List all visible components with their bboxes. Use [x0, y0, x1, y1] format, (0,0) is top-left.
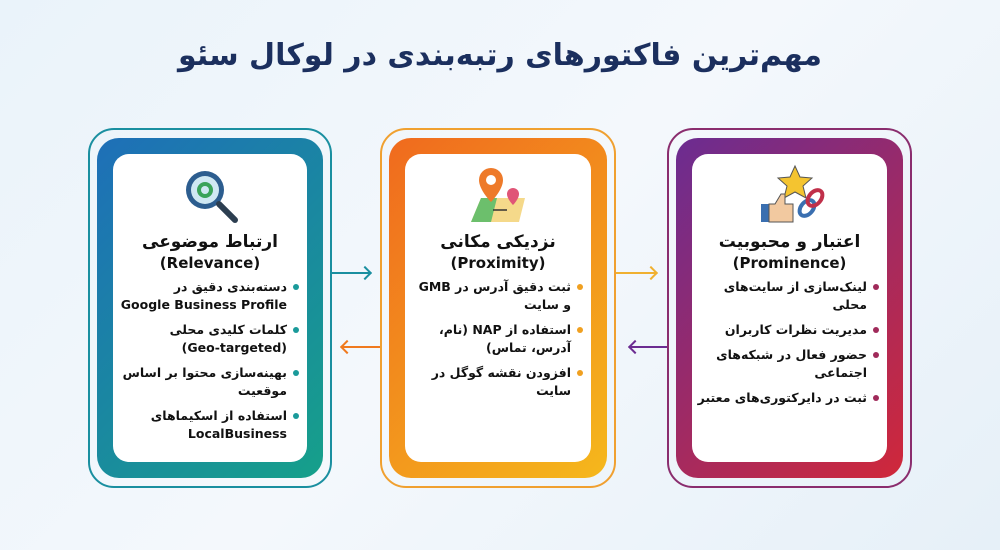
- card-title: ارتباط موضوعی: [142, 232, 278, 252]
- page-title: مهم‌ترین فاکتورهای رتبه‌بندی در لوکال سئ…: [178, 38, 822, 73]
- map-pin-icon: [405, 162, 591, 228]
- arrow-right-icon: [332, 272, 370, 274]
- prominence-card: اعتبار و محبوبیت (Prominence) لینک‌سازی …: [667, 128, 912, 488]
- card-subtitle: (Proximity): [450, 254, 546, 272]
- arrow-left-icon: [630, 346, 667, 348]
- proximity-card: نزدیکی مکانی (Proximity) ثبت دقیق آدرس د…: [380, 128, 616, 488]
- gear-magnifier-icon: [113, 162, 307, 228]
- list-item: حضور فعال در شبکه‌های اجتماعی: [696, 346, 879, 382]
- list-item: ثبت در دایرکتوری‌های معتبر: [696, 389, 879, 407]
- list-item: لینک‌سازی از سایت‌های محلی: [696, 278, 879, 314]
- card-title: نزدیکی مکانی: [440, 232, 556, 252]
- relevance-card: ارتباط موضوعی (Relevance) دسته‌بندی دقیق…: [88, 128, 332, 488]
- card-subtitle: (Prominence): [732, 254, 847, 272]
- arrow-right-icon: [616, 272, 656, 274]
- list-item: کلمات کلیدی محلی(Geo-targeted): [117, 321, 299, 357]
- list-item: استفاده از NAP (نام، آدرس، تماس): [409, 321, 583, 357]
- list-item: افزودن نقشه گوگل در سایت: [409, 364, 583, 400]
- list-item: ثبت دقیق آدرس در GMB و سایت: [409, 278, 583, 314]
- card-subtitle: (Relevance): [159, 254, 261, 272]
- card-title: اعتبار و محبوبیت: [718, 232, 861, 252]
- arrow-left-icon: [342, 346, 380, 348]
- list-item: بهینه‌سازی محتوا بر اساس موقعیت: [117, 364, 299, 400]
- list-item: مدیریت نظرات کاربران: [696, 321, 879, 339]
- star-thumb-link-icon: [692, 162, 887, 228]
